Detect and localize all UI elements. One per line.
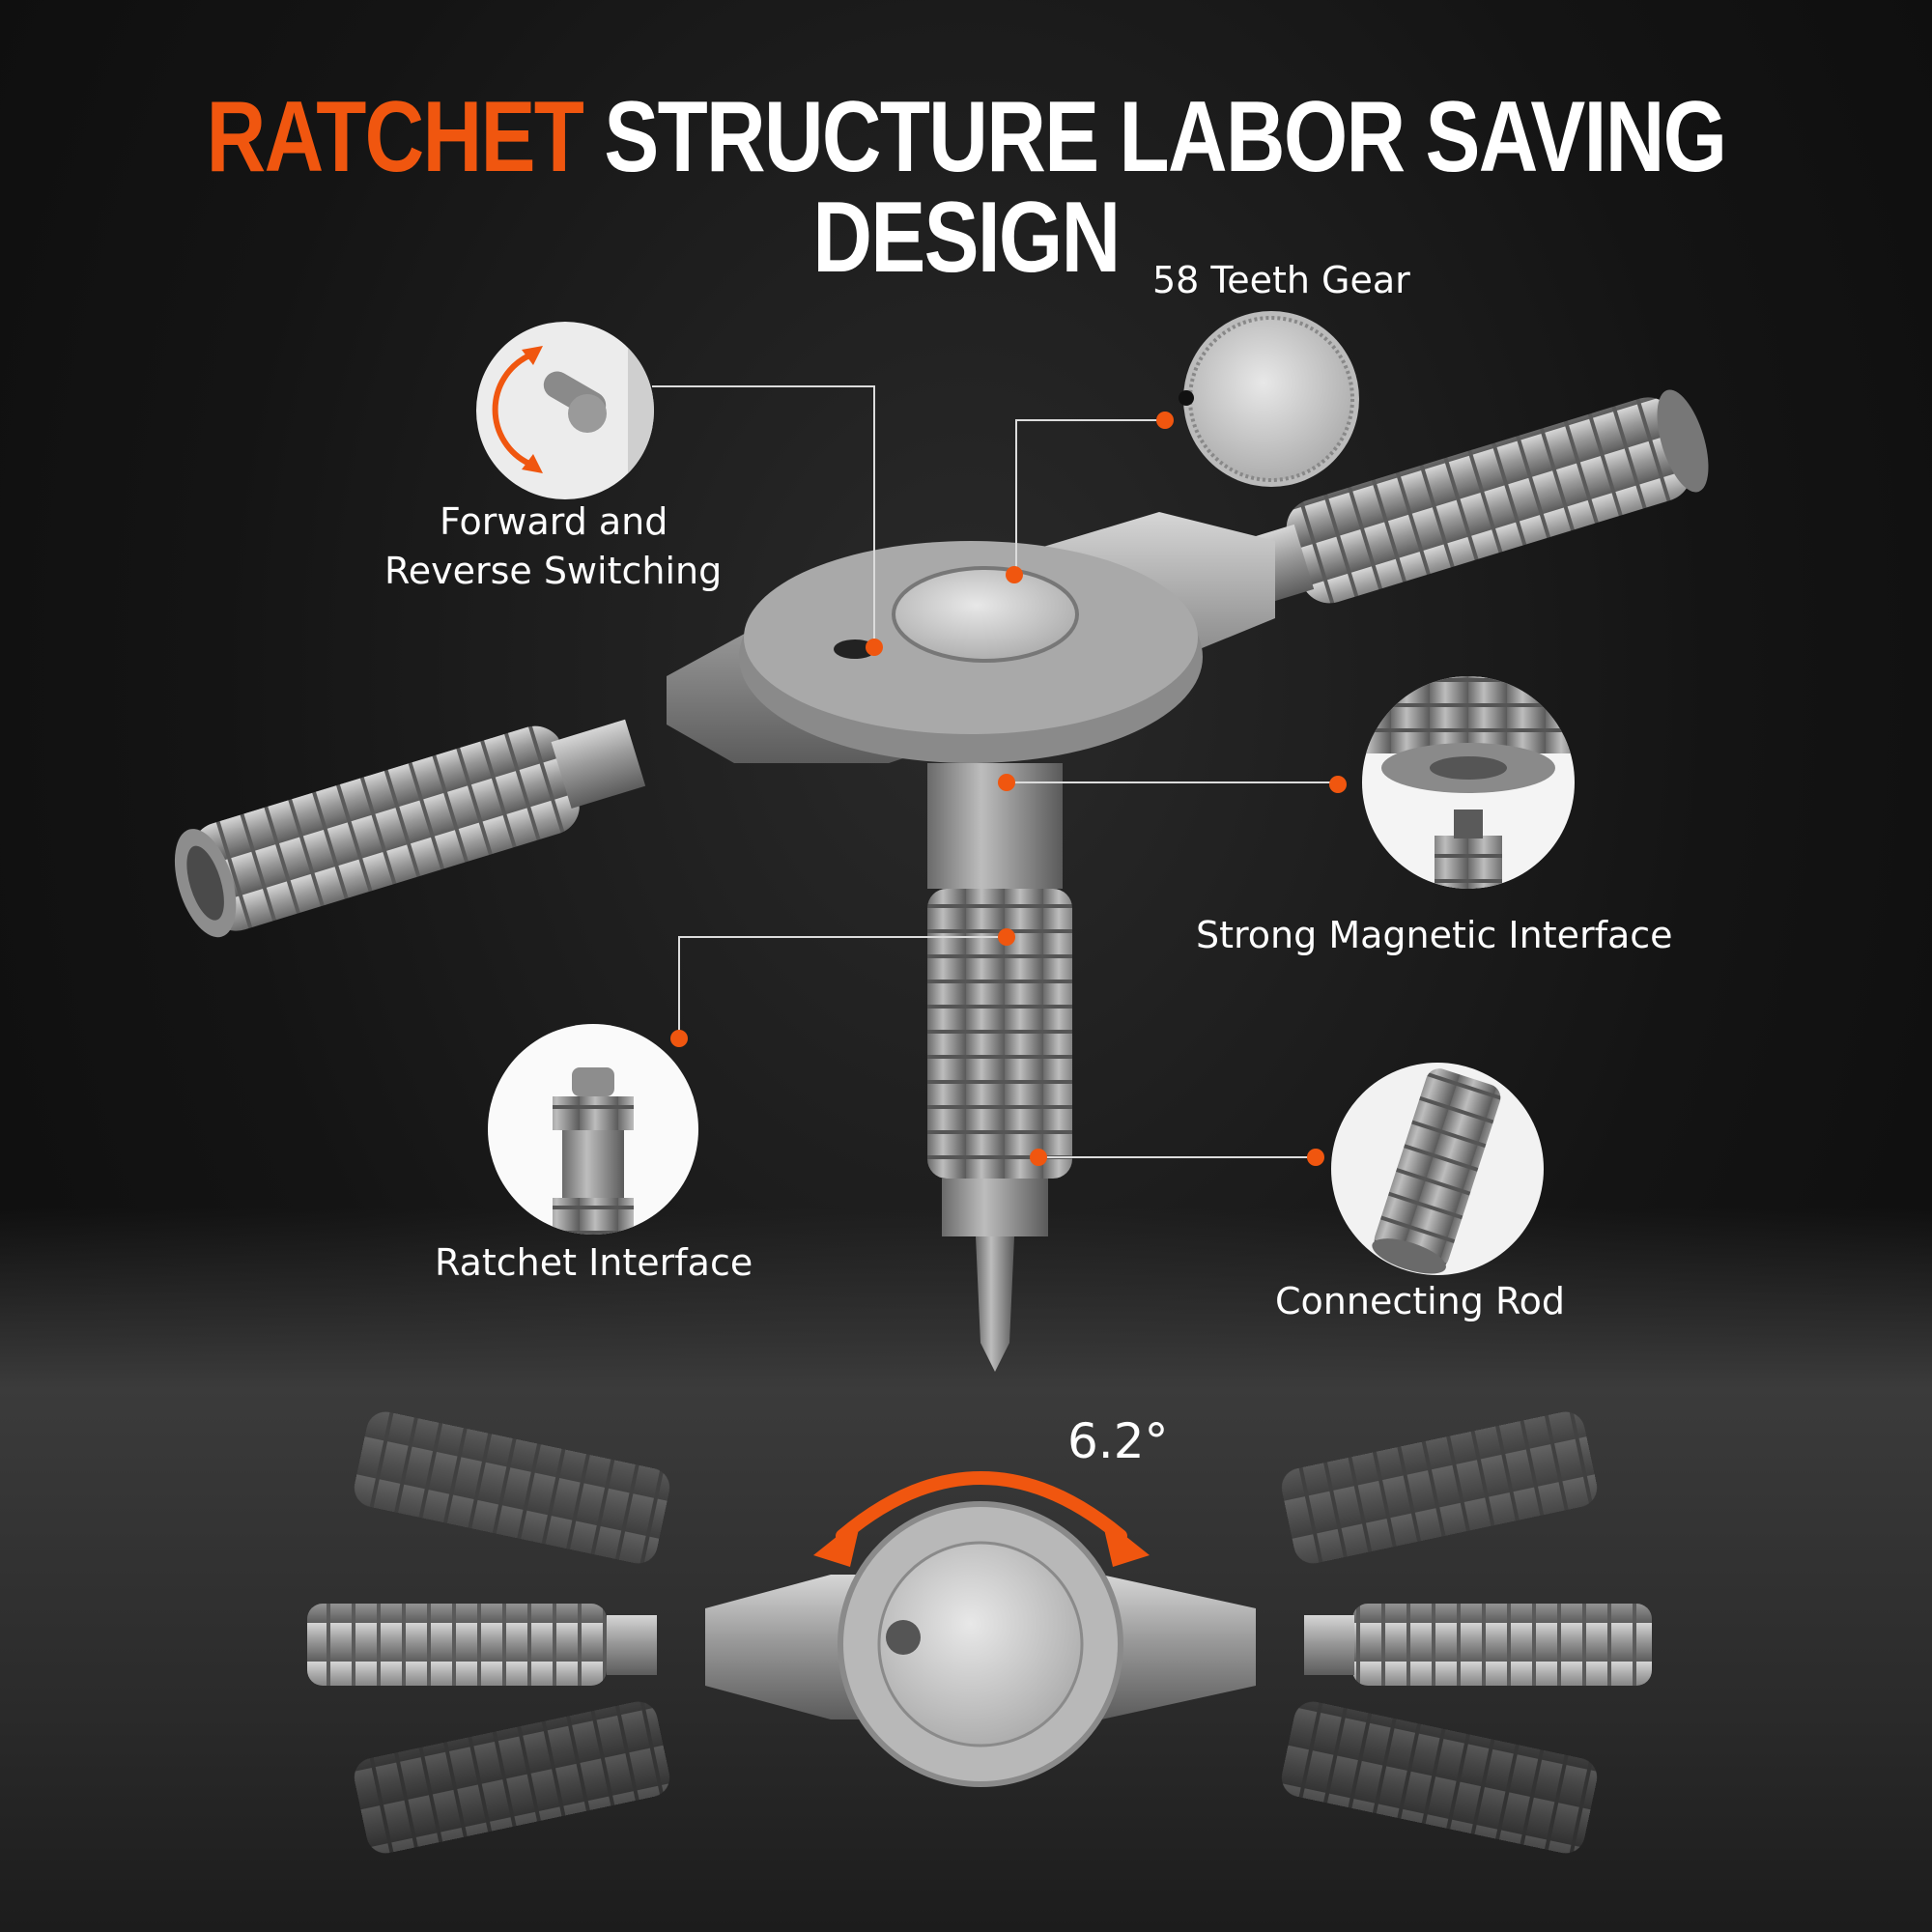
callout-dots bbox=[670, 412, 1347, 1166]
label-ratchet-interface: Ratchet Interface bbox=[435, 1241, 753, 1284]
label-switch-line1: Forward and bbox=[440, 500, 668, 543]
label-magnetic-interface: Strong Magnetic Interface bbox=[1196, 914, 1673, 956]
switch-detail-circle bbox=[476, 322, 654, 499]
title-accent-word: RATCHET bbox=[206, 81, 584, 193]
exploded-view bbox=[307, 1411, 1652, 1854]
label-connecting-rod: Connecting Rod bbox=[1275, 1280, 1566, 1322]
callout-lines bbox=[652, 385, 1338, 1158]
label-switch-line2: Reverse Switching bbox=[384, 550, 723, 592]
label-angle: 6.2° bbox=[1067, 1413, 1169, 1469]
rotation-arrow-icon bbox=[813, 1471, 1150, 1567]
magnetic-detail-circle bbox=[1362, 676, 1575, 889]
tool-body bbox=[174, 389, 1709, 1372]
ratchet-detail-circle bbox=[488, 1024, 698, 1235]
title-rest: STRUCTURE LABOR SAVING DESIGN bbox=[604, 81, 1727, 294]
rod-detail-circle bbox=[1331, 1063, 1544, 1275]
page-title: RATCHET STRUCTURE LABOR SAVING DESIGN bbox=[174, 87, 1758, 288]
gear-detail-circle bbox=[1179, 311, 1359, 487]
label-teeth-gear: 58 Teeth Gear bbox=[1152, 259, 1410, 301]
